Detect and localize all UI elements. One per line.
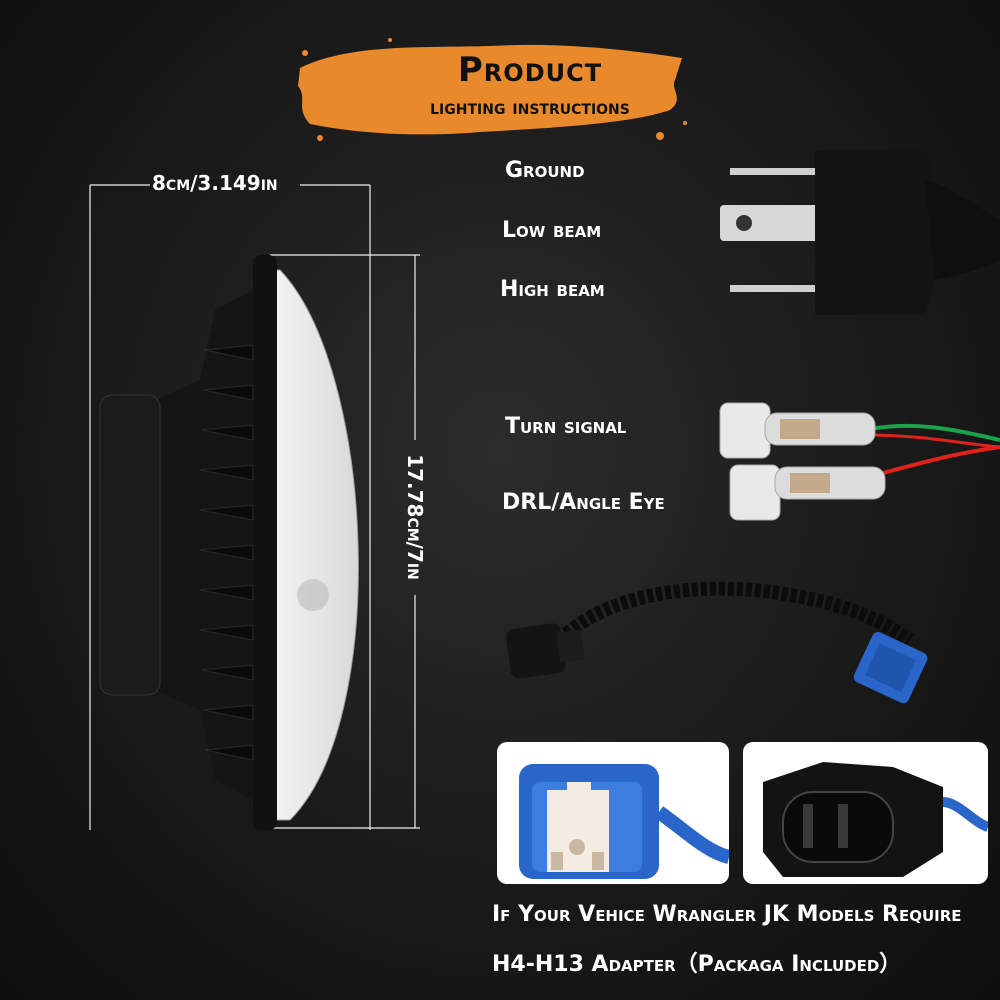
h4-socket-photo [497,742,729,884]
wire-label-turn-signal: Turn signal [505,414,627,439]
adapter-note-line-1: If Your Vehice Wrangler JK Models Requir… [492,902,962,927]
h13-plug-photo [743,742,988,884]
width-dimension-label: 8cm/3.149in [152,171,278,195]
h4-pin-label-high-beam: High beam [500,277,605,302]
adapter-note-line-2: H4-H13 Adapter（Packaga Included） [492,952,902,977]
page-subtitle: lighting instructions [430,95,630,119]
page-title: Product [457,50,603,90]
headlight-side-image [99,255,359,830]
wire-label-drl: DRL/Angle Eye [502,490,665,515]
brush-stroke-banner [298,38,687,141]
h4-pin-label-ground: Ground [505,158,585,183]
adapter-harness-image [506,581,928,704]
h4-plug-image [720,150,1000,315]
height-dimension-label: 17.78cm/7in [403,454,427,580]
h4-pin-label-low-beam: Low beam [502,218,602,243]
spade-connectors-image [719,402,1000,521]
